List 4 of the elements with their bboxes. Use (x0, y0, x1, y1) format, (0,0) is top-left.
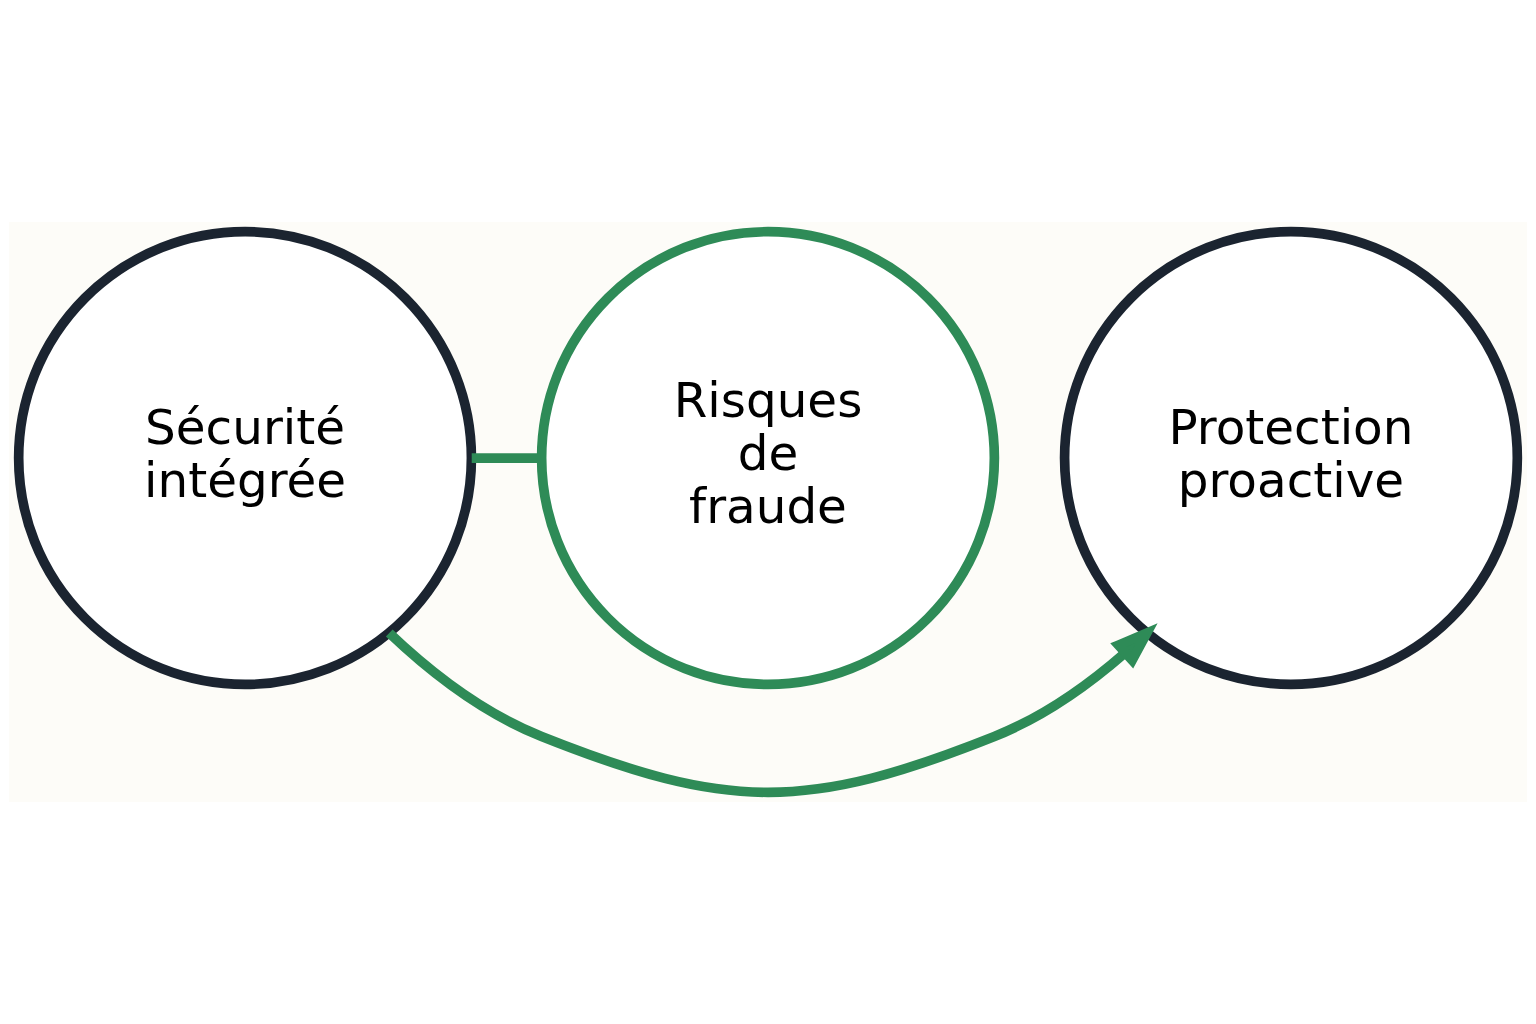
node-circle: Sécurité intégrée (13, 226, 477, 690)
arrow (385, 623, 1158, 798)
node-circle: Risques de fraude (536, 226, 1000, 690)
node-circle: Protection proactive (1059, 226, 1523, 690)
